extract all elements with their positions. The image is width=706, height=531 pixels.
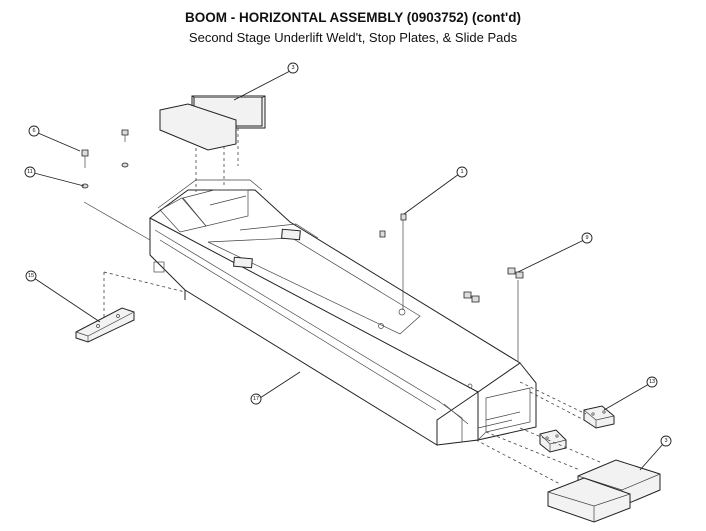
callout-9: 9 [581, 232, 593, 244]
stop-plate-15 [75, 307, 135, 343]
callout-11: 11 [24, 166, 36, 178]
slide-pad-bottom-lower [547, 477, 631, 523]
callout-label: 13 [649, 379, 655, 385]
callout-3-top: 3 [287, 62, 299, 74]
callout-label: 17 [253, 396, 259, 402]
callout-label: 1 [460, 169, 463, 175]
callout-1: 1 [456, 166, 468, 178]
slide-pad-top-lower [159, 103, 237, 151]
callout-6: 6 [28, 125, 40, 137]
callout-15: 15 [25, 270, 37, 282]
page-subtitle: Second Stage Underlift Weld't, Stop Plat… [188, 30, 518, 45]
callout-label: 6 [32, 128, 35, 134]
hardware-right [379, 213, 524, 362]
callout-label: 15 [28, 273, 34, 279]
callout-label: 11 [27, 169, 33, 175]
page-title: BOOM - HORIZONTAL ASSEMBLY (0903752) (co… [184, 10, 521, 25]
callout-label: 3 [664, 438, 667, 444]
callout-17: 17 [250, 393, 262, 405]
stop-plates-right [519, 381, 615, 453]
callout-label: 9 [585, 235, 588, 241]
callout-label: 3 [291, 65, 294, 71]
callout-leaders [33, 70, 664, 471]
hardware-left [81, 129, 129, 189]
callout-13: 13 [646, 376, 658, 388]
callout-3-bottom: 3 [660, 435, 672, 447]
slide-pad-top-group [159, 95, 266, 192]
boom-weldment [149, 179, 537, 446]
assembly-line-left [103, 271, 186, 319]
slide-pad-bottom-group [475, 427, 661, 523]
